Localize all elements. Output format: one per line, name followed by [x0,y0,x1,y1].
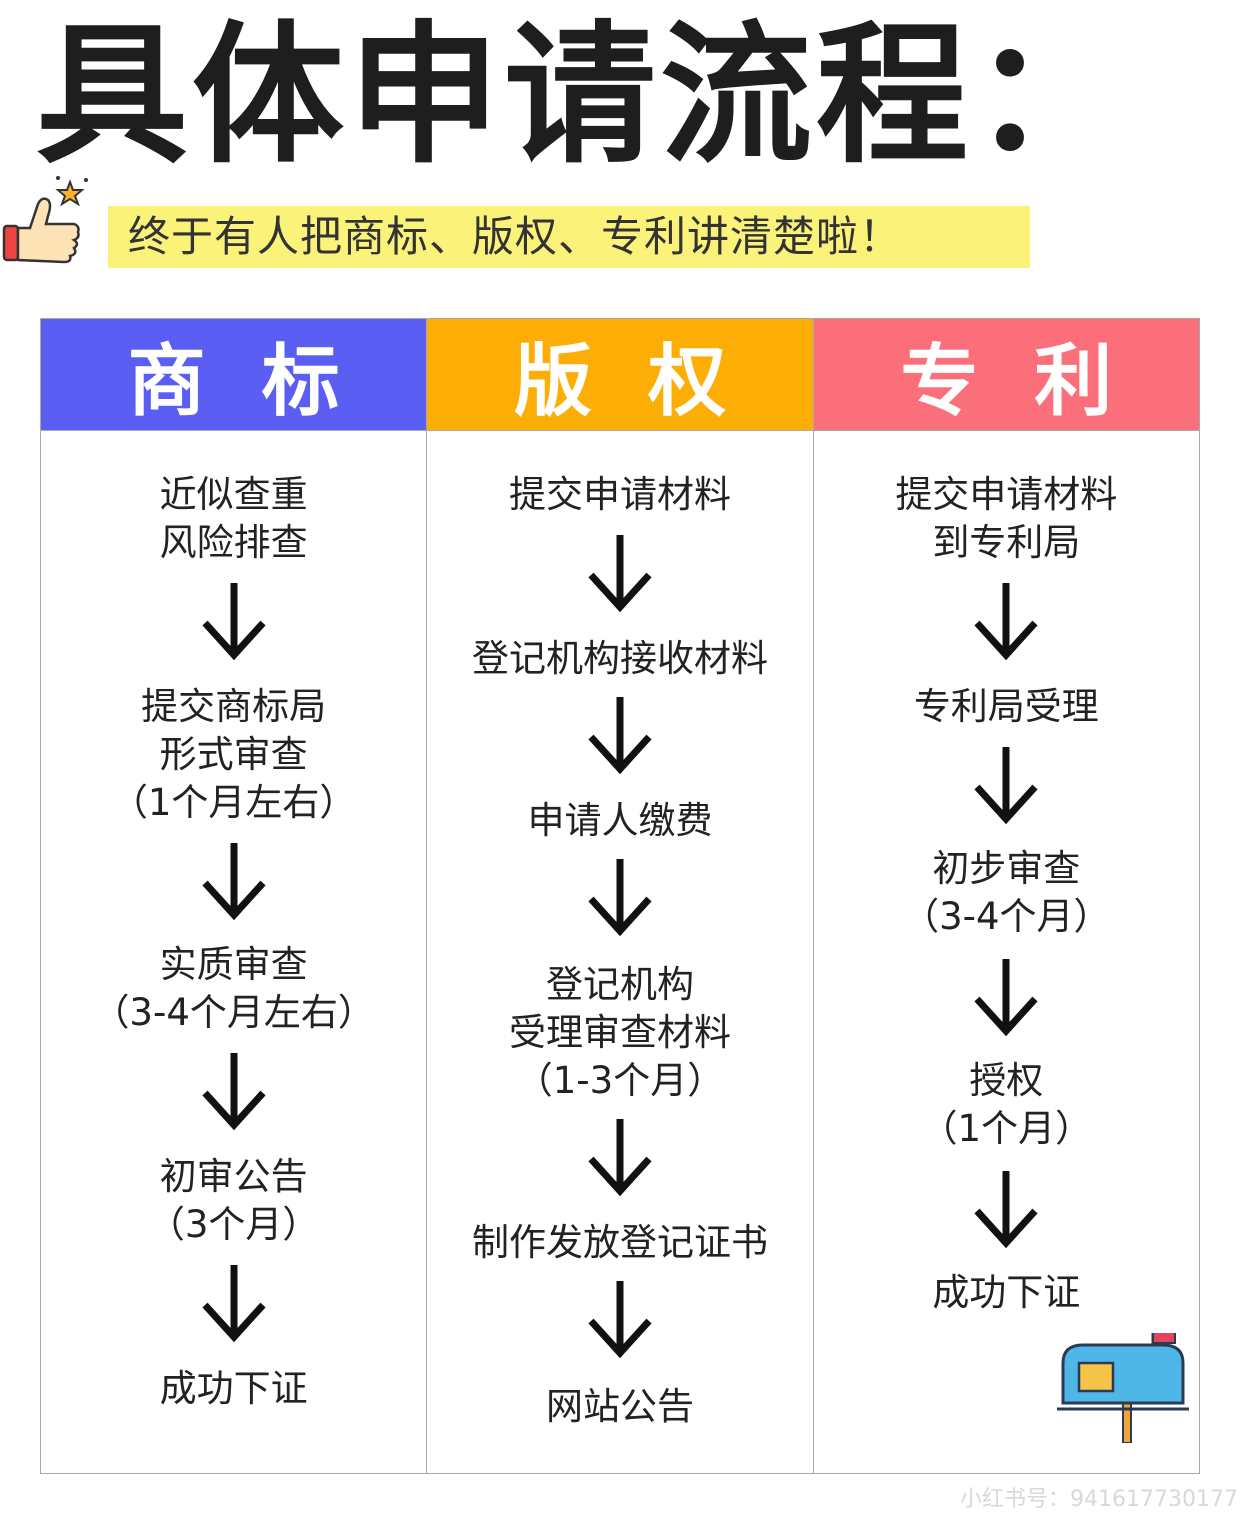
column-body-trademark: 近似查重 风险排查 提交商标局 形式审查 （1个月左右） 实质审查 （3-4个月… [41,431,426,1473]
down-arrow-icon [588,1119,652,1197]
process-step: 提交申请材料 到专利局 [895,473,1118,564]
page-title: 具体申请流程： [36,7,1128,184]
down-arrow-icon [588,859,652,937]
process-step: 成功下证 [159,1367,308,1410]
process-step: 实质审查 （3-4个月左右） [92,943,375,1034]
down-arrow-icon [974,1171,1038,1249]
down-arrow-icon [588,535,652,613]
process-step: 网站公告 [545,1385,694,1428]
process-step: 提交商标局 形式审查 （1个月左右） [110,685,357,824]
column-patent: 专利 提交申请材料 到专利局 专利局受理 初步审查 （3-4个月） 授权 （1个… [813,319,1199,1473]
down-arrow-icon [202,843,266,921]
down-arrow-icon [974,959,1038,1037]
process-step: 初步审查 （3-4个月） [902,847,1111,938]
process-step: 初审公告 （3个月） [147,1155,320,1246]
column-body-copyright: 提交申请材料 登记机构接收材料 申请人缴费 登记机构 受理审查材料 （1-3个月… [427,431,812,1473]
process-step: 近似查重 风险排查 [159,473,308,564]
subtitle-highlight [108,206,1030,268]
subtitle-row: 终于有人把商标、版权、专利讲清楚啦！ [0,170,1100,280]
column-header-trademark: 商标 [41,319,427,431]
watermark: 小红书号：941617730177 [960,1487,1238,1512]
process-step: 成功下证 [932,1271,1081,1314]
thumbs-up-icon [2,176,88,264]
mailbox-icon [1056,1333,1189,1443]
process-step: 制作发放登记证书 [471,1221,768,1264]
process-step: 专利局受理 [913,685,1099,728]
down-arrow-icon [588,1281,652,1359]
down-arrow-icon [202,1053,266,1131]
column-body-patent: 提交申请材料 到专利局 专利局受理 初步审查 （3-4个月） 授权 （1个月） … [814,431,1199,1473]
column-header-patent: 专利 [813,319,1199,431]
process-table: 商标 近似查重 风险排查 提交商标局 形式审查 （1个月左右） 实质审查 （3-… [40,318,1200,1474]
column-trademark: 商标 近似查重 风险排查 提交商标局 形式审查 （1个月左右） 实质审查 （3-… [41,319,428,1473]
process-step: 申请人缴费 [527,799,713,842]
column-copyright: 版权 提交申请材料 登记机构接收材料 申请人缴费 登记机构 受理审查材料 （1-… [427,319,814,1473]
down-arrow-icon [974,747,1038,825]
process-step: 授权 （1个月） [920,1059,1093,1150]
down-arrow-icon [974,583,1038,661]
down-arrow-icon [588,697,652,775]
process-step: 登记机构 受理审查材料 （1-3个月） [508,963,731,1102]
process-step: 提交申请材料 [508,473,731,516]
subtitle: 终于有人把商标、版权、专利讲清楚啦！ [128,212,903,261]
process-step: 登记机构接收材料 [471,637,768,680]
column-header-copyright: 版权 [427,319,813,431]
down-arrow-icon [202,583,266,661]
down-arrow-icon [202,1265,266,1343]
